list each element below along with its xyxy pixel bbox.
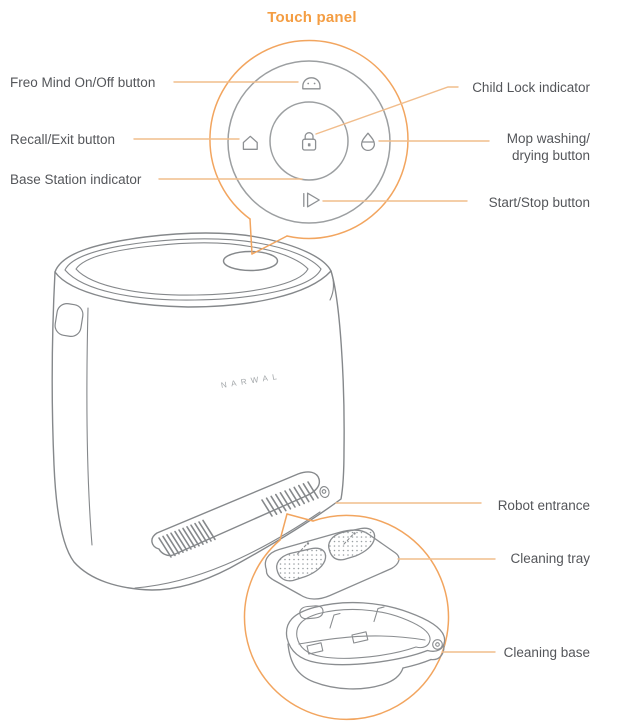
vent-hatching-right — [261, 481, 319, 517]
child-lock-icon — [301, 132, 317, 151]
label-mop-washing-line1: Mop washing/ — [506, 131, 590, 146]
page-title: Touch panel — [267, 9, 357, 26]
parts-callout-circle — [243, 513, 450, 721]
connector-line — [315, 86, 459, 135]
label-start-stop-button: Start/Stop button — [488, 195, 590, 210]
label-robot-entrance: Robot entrance — [497, 498, 590, 513]
touch-panel-rings — [227, 60, 391, 224]
recall-home-icon — [242, 135, 258, 150]
label-mop-washing-line2: drying button — [511, 148, 590, 163]
cleaning-tray-illustration — [264, 527, 400, 600]
label-freo-mind-onoff-button: Freo Mind On/Off button — [10, 75, 156, 90]
touch-panel-callout-circle — [209, 39, 409, 255]
label-cleaning-tray: Cleaning tray — [510, 551, 590, 566]
label-recall-exit-button: Recall/Exit button — [10, 132, 116, 147]
vent-hatching-left — [158, 519, 216, 558]
freo-mind-icon — [302, 77, 321, 90]
mop-washing-drop-icon — [360, 132, 376, 152]
label-cleaning-base: Cleaning base — [503, 645, 590, 660]
base-station-illustration — [51, 232, 345, 591]
start-stop-play-icon — [303, 192, 320, 208]
robot-entrance-slot — [151, 471, 321, 557]
base-station-indicator-ring — [269, 101, 349, 181]
cleaning-base-illustration — [285, 601, 446, 690]
label-child-lock-indicator: Child Lock indicator — [472, 80, 590, 95]
entrance-lock-button — [319, 486, 330, 498]
touch-panel-location-circle — [222, 250, 279, 272]
label-mop-washing-drying-button: Mop washing/ drying button — [507, 130, 590, 164]
label-base-station-indicator: Base Station indicator — [10, 172, 142, 187]
